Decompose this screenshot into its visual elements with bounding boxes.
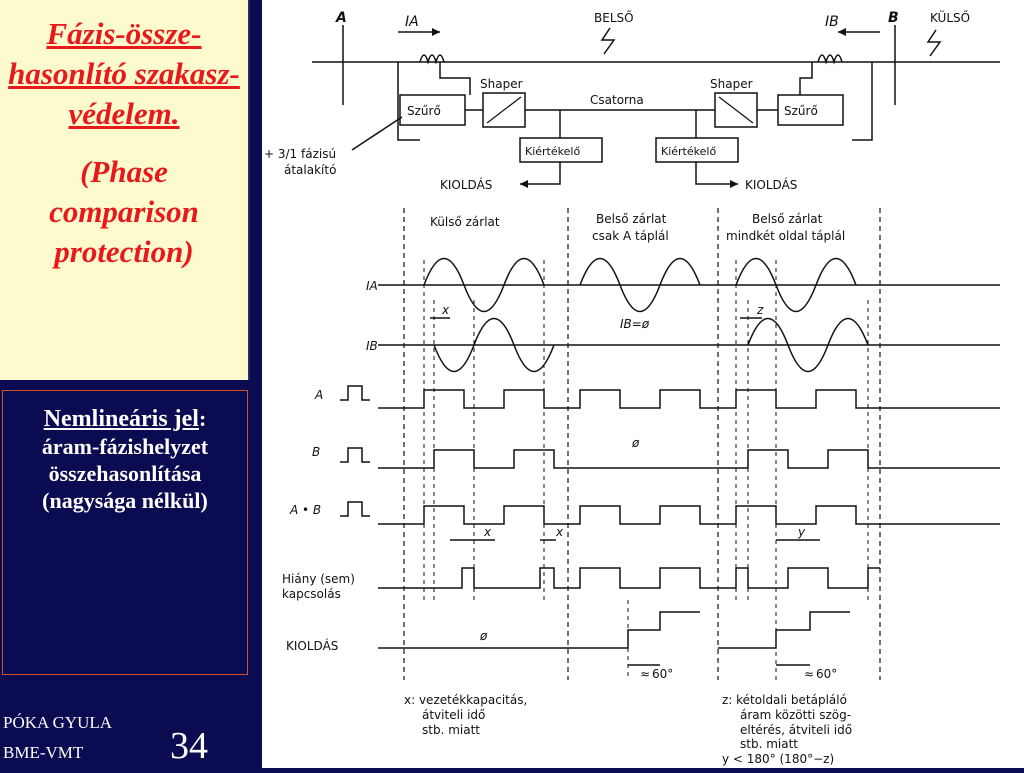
author-name: PÓKA GYULA xyxy=(3,713,113,732)
evaluator-block-left xyxy=(519,137,603,163)
shaper-glyph-right xyxy=(718,96,754,124)
arrowhead-trip-right xyxy=(730,180,738,188)
wave-ia-case3 xyxy=(735,257,857,313)
author-block: PÓKA GYULA BME-VMT xyxy=(3,708,112,768)
signal-heading-colon: : xyxy=(198,406,207,431)
wave-missing xyxy=(378,567,880,589)
row-label-b: B xyxy=(312,445,320,459)
wire-ct-filter-left xyxy=(397,62,420,141)
case3-label-line1: Belső zárlat xyxy=(752,212,823,226)
shaper-glyph-left xyxy=(486,96,522,124)
slide-title: Fázis-össze-hasonlító szakasz-védelem. xyxy=(8,16,240,131)
filter-left-label: Szűrő xyxy=(407,104,441,118)
filter-right-label: Szűrő xyxy=(784,104,818,118)
label-x-top: x xyxy=(441,303,450,317)
row-label-ia: IA xyxy=(366,279,378,293)
evaluator-left-label: Kiértékelő xyxy=(525,145,580,158)
angle-label-left: 60° xyxy=(652,667,673,681)
row-label-ib: IB xyxy=(366,339,378,353)
wire-ct-filter-right-b xyxy=(799,62,813,95)
wave-ab xyxy=(378,505,1000,525)
fault-external-label: KÜLSŐ xyxy=(930,9,970,25)
pulse-icon-b xyxy=(340,447,370,463)
node-b-label: B xyxy=(888,10,899,26)
label-x-right: x xyxy=(555,525,564,539)
lightning-icon-internal xyxy=(600,27,616,55)
transformer-note-line1: + 3/1 fázisú xyxy=(264,147,336,161)
note-z-line1: z: kétoldali betápláló xyxy=(722,693,847,707)
note-x-line2: átviteli idő xyxy=(422,708,485,722)
note-z-line4: stb. miatt xyxy=(740,737,798,751)
diagram-svg: A B IA IB BELSŐ KÜLSŐ Szűrő Szűrő Shaper… xyxy=(264,9,1000,766)
label-y: y xyxy=(797,525,806,539)
note-y: y < 180° (180°−z) xyxy=(722,752,834,766)
lightning-icon-external xyxy=(926,29,942,57)
row-label-a: A xyxy=(314,388,323,402)
case1-label: Külső zárlat xyxy=(430,215,500,229)
transformer-pointer xyxy=(351,116,403,151)
wave-trip-case2 xyxy=(378,611,700,649)
arrowhead-current-b xyxy=(838,28,846,36)
case2-label-line1: Belső zárlat xyxy=(596,212,667,226)
wire-ct-filter-right xyxy=(852,62,873,141)
angle-label-right: 60° xyxy=(816,667,837,681)
note-x-line1: x: vezetékkapacitás, xyxy=(404,693,527,707)
trip-left-label: KIOLDÁS xyxy=(440,177,492,192)
zero-label-b: ø xyxy=(631,436,640,450)
author-organization: BME-VMT xyxy=(3,743,84,762)
arrowhead-trip-left xyxy=(520,180,528,188)
diagram-panel: A B IA IB BELSŐ KÜLSŐ Szűrő Szűrő Shaper… xyxy=(262,0,1024,768)
wire-ct-filter-left-b xyxy=(439,62,471,95)
current-b-label: IB xyxy=(825,14,839,30)
ct-coil-right xyxy=(817,54,843,65)
evaluator-block-right xyxy=(655,137,739,163)
current-a-label: IA xyxy=(405,14,419,30)
wave-trip-case3 xyxy=(718,611,850,649)
slide-title-english: (Phase comparison protection) xyxy=(49,154,199,269)
trip-arrow-right xyxy=(695,162,738,185)
signal-heading: Nemlineáris jel xyxy=(43,406,199,432)
wave-a xyxy=(378,389,1000,409)
arrowhead-current-a xyxy=(432,28,440,36)
wave-ib-case1 xyxy=(433,317,555,373)
row-label-missing-line2: kapcsolás xyxy=(282,587,341,601)
channel-label: Csatorna xyxy=(590,93,644,107)
wave-ia-case2 xyxy=(579,257,701,313)
transformer-note-line2: átalakító xyxy=(284,163,336,177)
label-z: z xyxy=(756,303,764,317)
row-label-missing-line1: Hiány (sem) xyxy=(282,572,355,586)
shaper-right-label: Shaper xyxy=(710,77,753,91)
row-label-ab: A • B xyxy=(289,503,321,517)
fault-internal-label: BELSŐ xyxy=(594,10,634,25)
pulse-icon-ab xyxy=(340,501,370,517)
case2-label-line2: csak A táplál xyxy=(592,229,669,243)
signal-info-box: Nemlineáris jel: áram-fázishelyzet össze… xyxy=(2,390,248,675)
ct-coil-left xyxy=(419,54,445,65)
ib-zero-label: IB=ø xyxy=(620,317,650,331)
note-z-line2: áram közötti szög- xyxy=(740,708,851,722)
page-number: 34 xyxy=(170,725,208,767)
case3-label-line2: mindkét oldal táplál xyxy=(726,229,845,243)
approx-left: ≈ xyxy=(640,667,650,681)
label-x-mid: x xyxy=(483,525,492,539)
shaper-left-label: Shaper xyxy=(480,77,523,91)
trip-arrow-left xyxy=(520,162,561,185)
evaluator-right-label: Kiértékelő xyxy=(661,145,716,158)
note-x-line3: stb. miatt xyxy=(422,723,480,737)
row-label-trip: KIOLDÁS xyxy=(286,638,338,653)
title-box: Fázis-össze-hasonlító szakasz-védelem. (… xyxy=(0,0,250,380)
wave-ia-case1 xyxy=(423,257,545,313)
zero-label-trip: ø xyxy=(479,629,488,643)
approx-right: ≈ xyxy=(804,667,814,681)
pulse-icon-a xyxy=(340,385,370,401)
wave-ib-case3 xyxy=(747,317,869,373)
note-z-line3: eltérés, átviteli idő xyxy=(740,723,852,737)
signal-description: áram-fázishelyzet összehasonlítása (nagy… xyxy=(41,434,209,513)
trip-right-label: KIOLDÁS xyxy=(745,177,797,192)
wave-b xyxy=(378,449,1000,469)
node-a-label: A xyxy=(335,10,347,26)
